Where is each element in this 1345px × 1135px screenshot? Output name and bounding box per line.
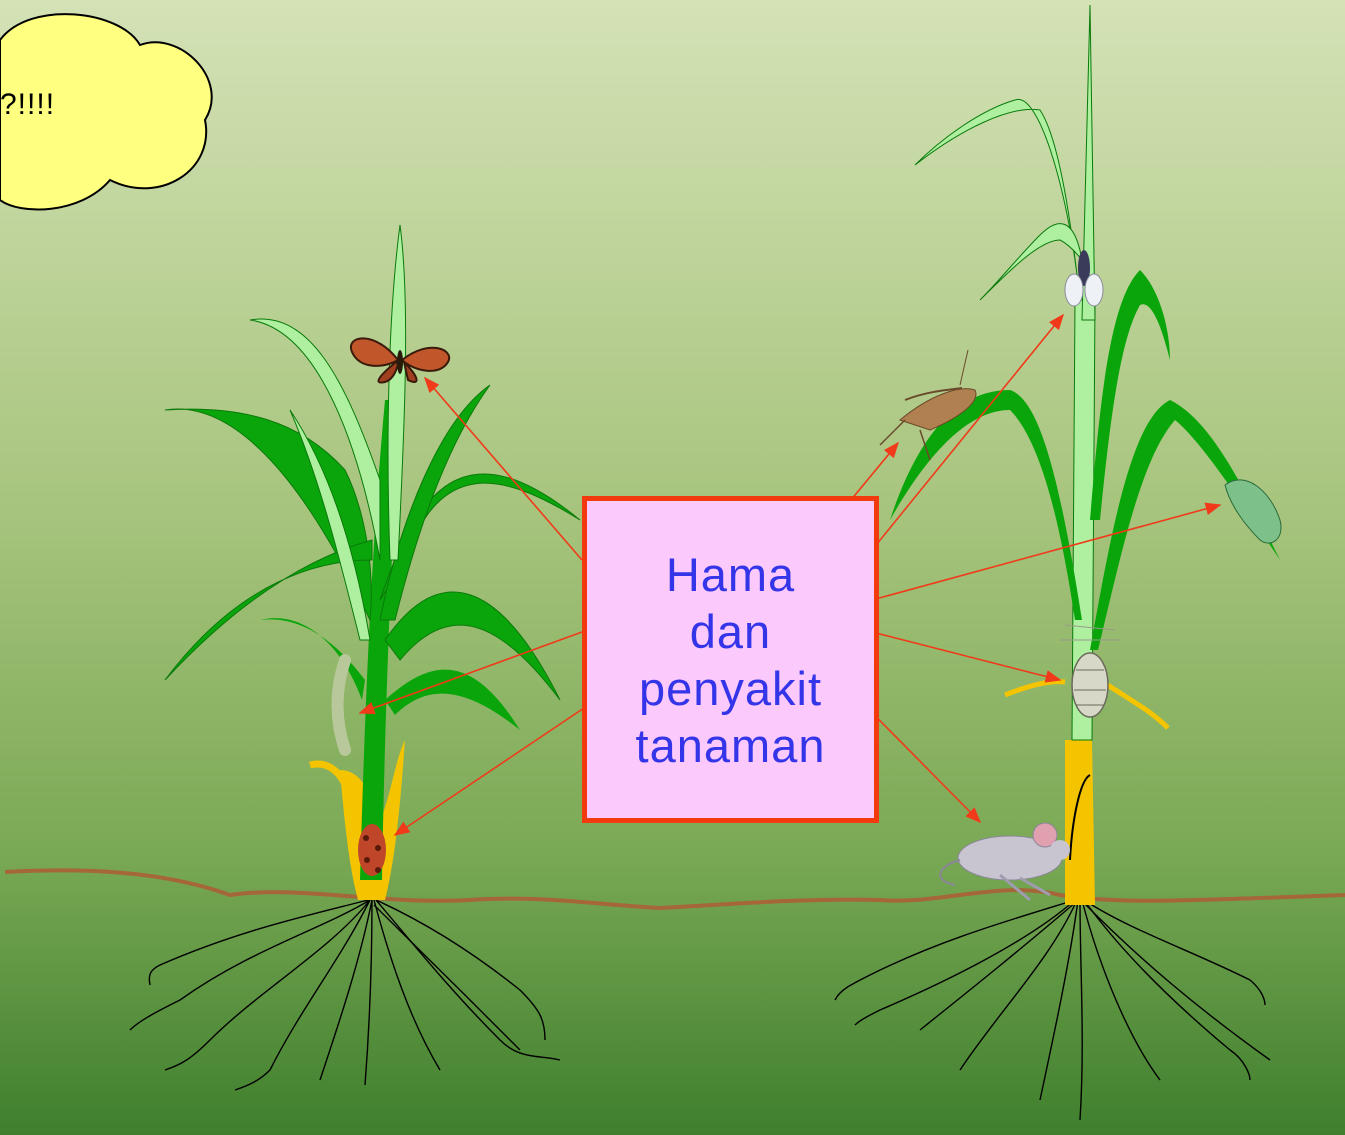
pest-disease-label: Hama dan penyakit tanaman xyxy=(582,496,879,823)
leaf-blight-icon xyxy=(1225,480,1281,543)
right-plant xyxy=(835,5,1281,1120)
right-light-leaf xyxy=(915,99,1080,300)
caterpillar-icon xyxy=(338,660,346,750)
label-line-3: penyakit xyxy=(639,660,822,717)
left-roots xyxy=(130,900,560,1090)
borer-icon xyxy=(358,824,386,876)
soil-line xyxy=(5,870,1345,908)
mouse-icon xyxy=(940,823,1070,900)
label-line-2: dan xyxy=(690,603,771,660)
right-roots xyxy=(835,900,1270,1120)
thought-bubble-text: ?!!!! xyxy=(0,88,55,122)
arrow-to-butterfly xyxy=(425,378,582,560)
label-line-1: Hama xyxy=(666,546,795,603)
right-stem-base xyxy=(1065,740,1095,905)
label-line-4: tanaman xyxy=(636,717,826,774)
arrow-to-beetle xyxy=(872,632,1060,680)
arrow-to-leaf-blight xyxy=(872,505,1220,600)
